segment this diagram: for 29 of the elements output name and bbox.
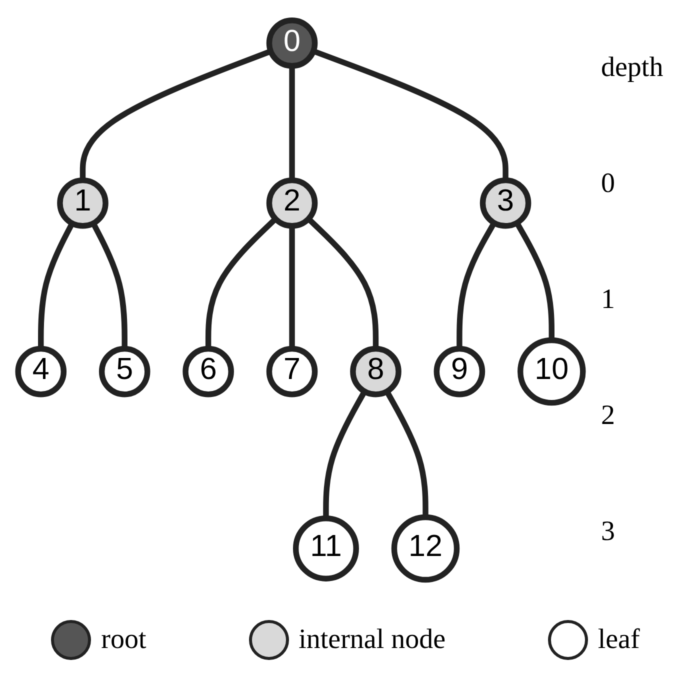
legend-label: leaf: [598, 624, 640, 656]
node-circle: 8: [350, 346, 402, 398]
depth-label: 0: [601, 168, 616, 200]
legend-label: internal node: [298, 624, 446, 656]
connector: [306, 216, 379, 349]
depth-label: 3: [601, 516, 616, 548]
connector: [90, 222, 128, 349]
connector: [456, 221, 497, 349]
node-circle: 0: [266, 17, 318, 69]
node-circle: 9: [434, 346, 486, 398]
node-circle: 1: [57, 177, 108, 229]
axis-title: depth: [601, 52, 664, 84]
node-circle: 3: [480, 177, 532, 229]
connector: [80, 48, 272, 180]
legend-label: root: [101, 624, 146, 656]
depth-label: 1: [601, 284, 616, 316]
depth-label: 2: [601, 400, 616, 432]
connector: [514, 221, 554, 340]
node-circle: 2: [266, 177, 318, 229]
node-circle: 7: [266, 346, 318, 398]
connector: [323, 390, 368, 518]
node-circle: 12: [391, 514, 460, 583]
node-circle: 5: [98, 346, 150, 398]
node-circle: 6: [182, 346, 234, 398]
node-circle: 11: [292, 516, 359, 582]
connector: [205, 216, 278, 349]
connector: [38, 222, 75, 349]
node-circle: 4: [15, 346, 67, 398]
node-circle: 10: [518, 337, 586, 406]
